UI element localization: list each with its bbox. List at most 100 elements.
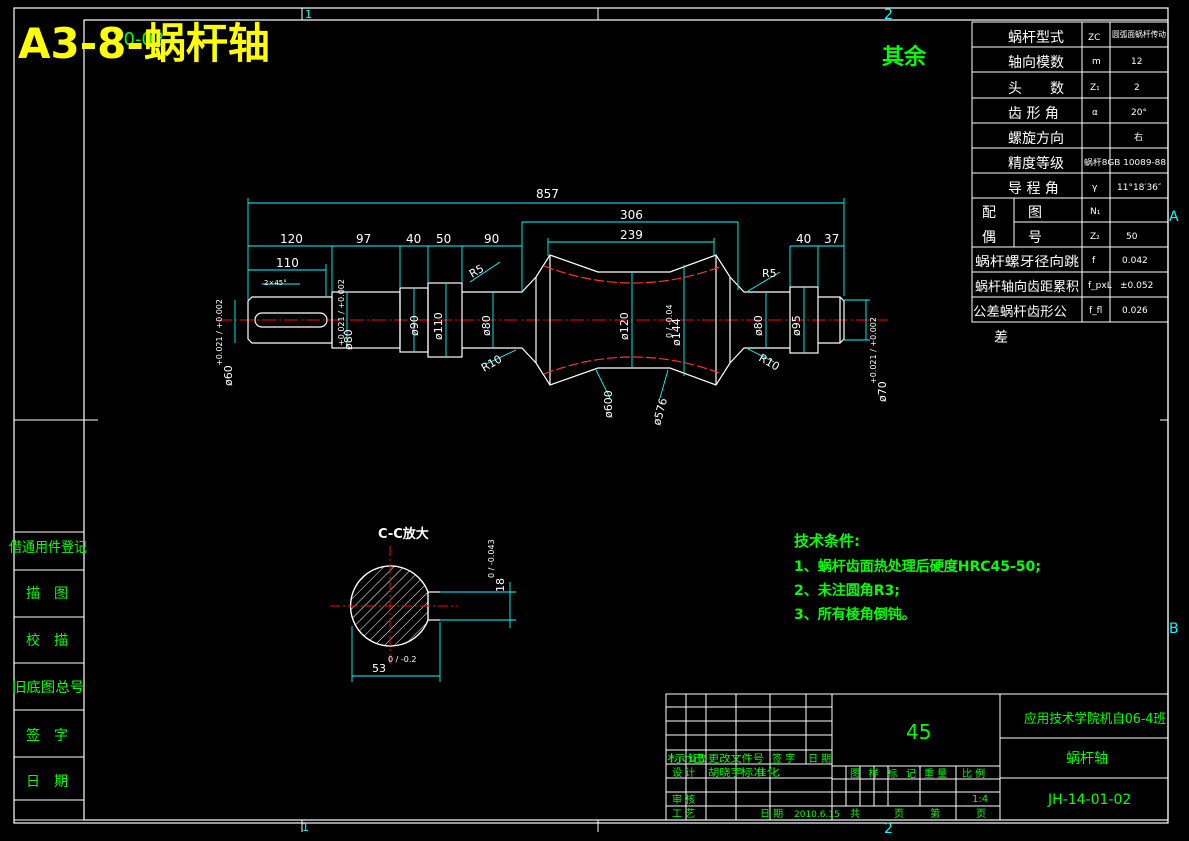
- tb-cell: 页: [976, 808, 986, 820]
- param-sym: f_fl: [1089, 306, 1102, 316]
- dim-text: ø95: [790, 315, 803, 336]
- side-label: 日 期: [26, 774, 68, 790]
- tb-hdr: 签 字: [772, 752, 795, 765]
- param-val: ±0.052: [1120, 281, 1153, 291]
- dim-text: ø80: [752, 315, 765, 336]
- dim-text: 90: [484, 232, 499, 246]
- dim-text: ø90: [408, 315, 421, 336]
- inner-frame: [83, 19, 1169, 821]
- tb-part-name: 蜗杆轴: [1066, 751, 1108, 767]
- param-name: 齿 形 角: [1008, 106, 1059, 122]
- tech-item: 2、未注圆角R3;: [794, 582, 900, 599]
- param-sym: γ: [1092, 183, 1098, 193]
- section-cc: [330, 546, 516, 682]
- tb-material: 45: [906, 720, 931, 744]
- dim-text: 53: [372, 662, 386, 675]
- zone-label: 1: [302, 821, 309, 834]
- param-name: 偶 号: [982, 230, 1042, 246]
- dim-tol: +0.021 / +0.002: [337, 279, 346, 346]
- param-sym: N₁: [1090, 207, 1101, 217]
- dim-text: 239: [620, 228, 643, 242]
- tb-hdr: 更改文件号: [708, 752, 764, 765]
- tb-cell: 设 计: [672, 766, 695, 779]
- tb-cell: 页: [894, 808, 904, 820]
- tb-cell: 标准化: [740, 766, 780, 779]
- outer-frame: [13, 7, 1169, 824]
- zone-label: A: [1169, 209, 1179, 225]
- zone-label: B: [1169, 621, 1179, 637]
- section-title: C-C放大: [378, 526, 429, 542]
- dim-text: 40: [406, 232, 421, 246]
- param-name: 蜗杆型式: [1008, 30, 1064, 46]
- dim-tol: +0.021 / +0.002: [215, 299, 224, 366]
- zone-label: 1: [305, 8, 312, 21]
- surface-note: 其余: [882, 44, 927, 70]
- dim-text: ø60: [222, 365, 235, 386]
- tb-hdr: 重 量: [924, 767, 947, 780]
- dim-text: ø80: [480, 315, 493, 336]
- tech-heading: 技术条件:: [794, 532, 860, 550]
- dim-text: ø600: [602, 390, 615, 418]
- overlap-label: 10-02: [112, 29, 164, 50]
- param-name: 蜗杆轴向齿距累积: [975, 279, 1079, 295]
- param-name: 精度等级: [1008, 155, 1064, 172]
- dim-text: R5: [762, 267, 777, 280]
- param-val: 11°18′36″: [1117, 183, 1162, 193]
- param-name: 公差蜗杆齿形公: [973, 304, 1067, 320]
- dim-text: ø120: [618, 312, 631, 340]
- dim-text: R5: [467, 262, 486, 281]
- side-label: 校 描: [26, 632, 68, 649]
- dim-text: ø110: [432, 312, 445, 340]
- dim-text: 2×45°: [264, 279, 287, 287]
- param-sym: Z₂: [1090, 232, 1100, 242]
- param-val: 20°: [1131, 108, 1147, 118]
- side-label: 旧底图总号: [12, 680, 84, 696]
- dim-tol: +0.021 / +0.002: [869, 317, 878, 384]
- param-sym: f: [1092, 256, 1096, 266]
- dimensions: [234, 198, 870, 399]
- param-val: 12: [1131, 57, 1142, 67]
- param-name: 导 程 角: [1008, 181, 1059, 197]
- param-sym: Z₁: [1090, 83, 1100, 93]
- parameter-table: [971, 21, 1169, 323]
- dim-tol: 0 / -0.04: [665, 304, 674, 338]
- dim-tol: 0 / -0.043: [487, 539, 496, 578]
- tb-cell: 第: [930, 807, 940, 820]
- dim-text: R10: [479, 353, 504, 375]
- param-tail: 差: [994, 330, 1008, 346]
- dim-text: 18: [494, 578, 507, 592]
- param-sym: α: [1092, 108, 1098, 118]
- param-name: 蜗杆螺牙径向跳: [975, 254, 1079, 270]
- dim-text: 50: [436, 232, 451, 246]
- worm-shaft-view: [218, 254, 888, 386]
- tb-cell: 审 核: [672, 793, 695, 806]
- param-name: 螺旋方向: [1008, 131, 1064, 147]
- param-sym: f_pxL: [1088, 281, 1112, 291]
- dim-text: ø144: [670, 318, 683, 346]
- param-name: 头 数: [1008, 81, 1064, 97]
- param-val: 圆弧面蜗杆传动: [1112, 29, 1166, 39]
- tech-item: 1、蜗杆齿面热处理后硬度HRC45-50;: [794, 558, 1041, 575]
- param-name: 配 图: [982, 205, 1042, 221]
- tb-date: 2010.6.15: [794, 810, 840, 820]
- param-val: 0.026: [1122, 306, 1148, 316]
- param-val: 2: [1134, 83, 1140, 93]
- param-name: 轴向模数: [1008, 55, 1064, 71]
- diameter-labels: ø60 +0.021 / +0.002 ø80 +0.021 / +0.002 …: [215, 279, 889, 427]
- dim-text: 40: [796, 232, 811, 246]
- tb-hdr: 图 样 标 记: [850, 767, 916, 780]
- title-banner: A3-8-蜗杆轴: [18, 19, 270, 68]
- zone-label: 2: [884, 821, 893, 837]
- param-sym: ZC: [1088, 33, 1100, 43]
- dim-text: ø80: [342, 329, 355, 350]
- tb-hdr: 标记: [667, 753, 705, 765]
- side-register-block: [13, 531, 85, 821]
- tb-cell: 日 期: [760, 808, 783, 820]
- tb-hdr: 处数: [688, 752, 706, 765]
- pitch-arc: [543, 356, 723, 375]
- side-label: 借通用件登记: [9, 540, 87, 556]
- tb-cell: 共: [850, 808, 860, 820]
- tech-item: 3、所有棱角倒钝。: [794, 606, 916, 623]
- dim-text: R10: [757, 351, 782, 373]
- title-block: [665, 693, 1169, 821]
